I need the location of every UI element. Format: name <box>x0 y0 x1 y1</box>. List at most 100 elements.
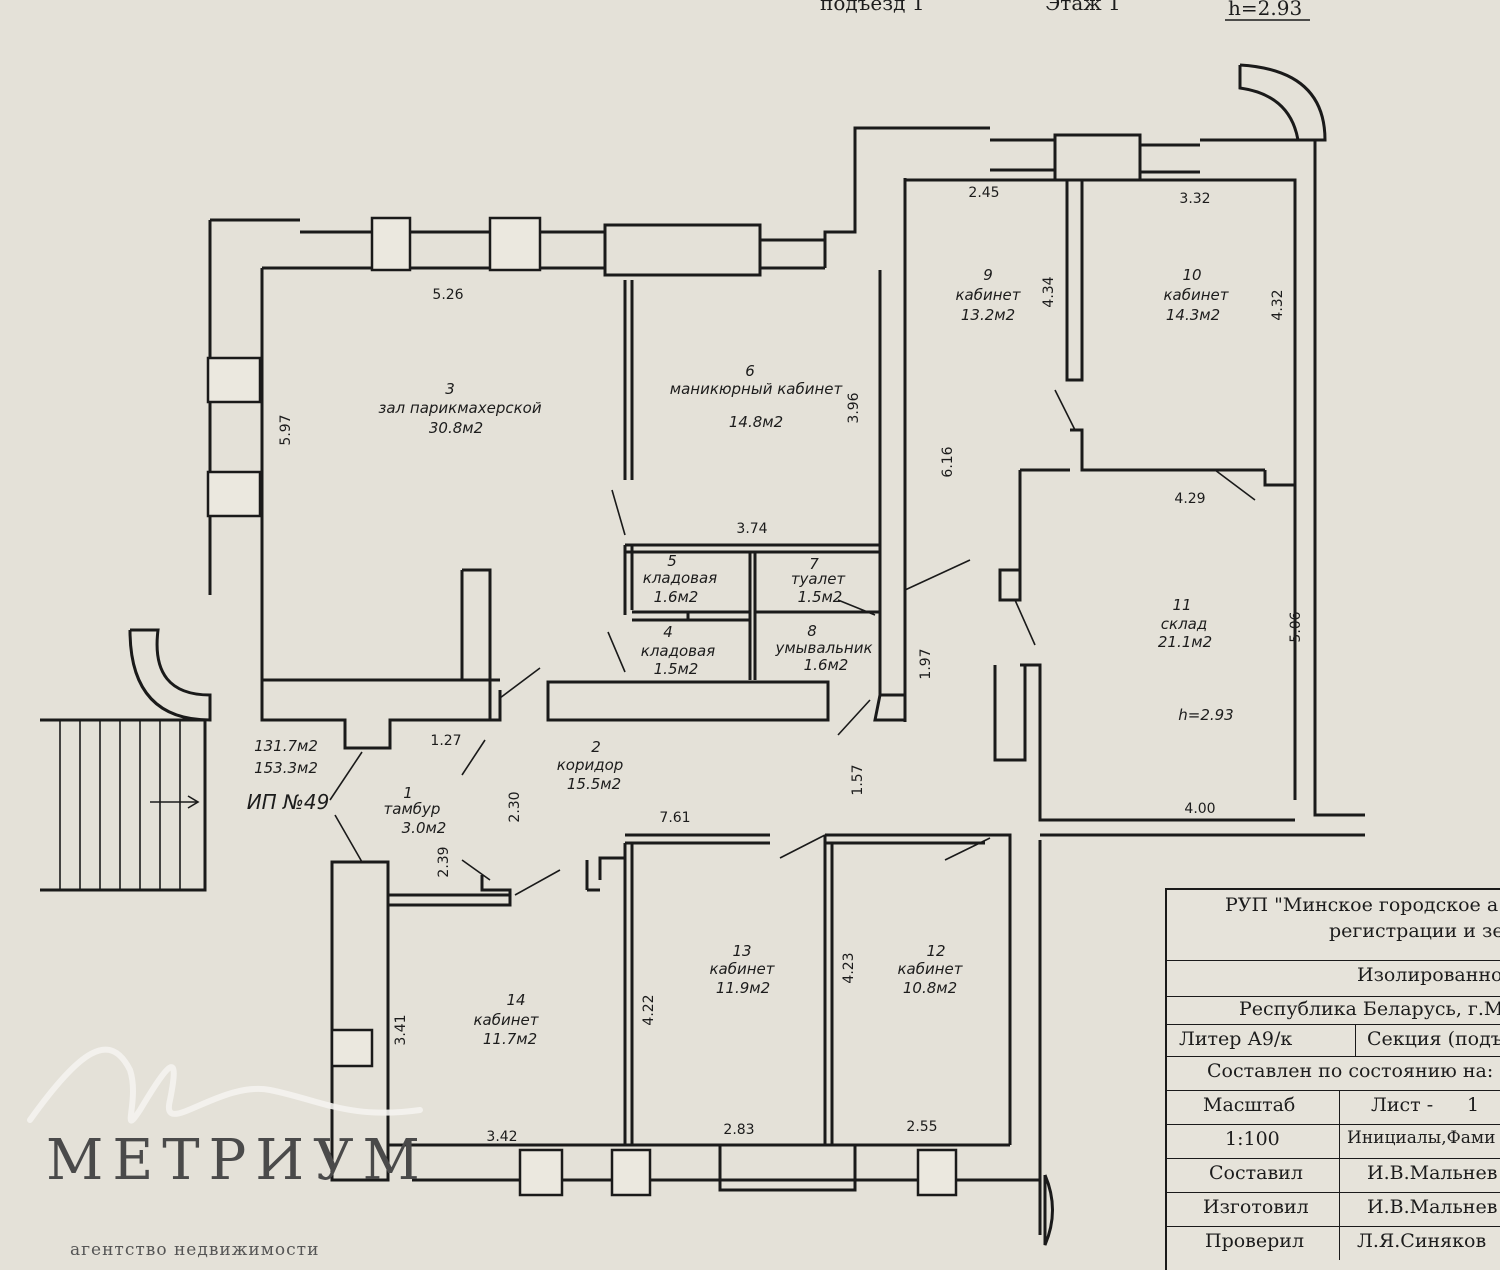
room-5-number: 5 <box>667 552 677 570</box>
dim-1-27: 1.27 <box>430 733 461 749</box>
walls <box>208 63 1365 1246</box>
room-11-area: 21.1м2 <box>1158 633 1212 651</box>
room-11-number: 11 <box>1172 596 1191 614</box>
room-9-number: 9 <box>983 266 993 284</box>
room-1-area: 3.0м2 <box>402 819 447 837</box>
room-10-name: кабинет <box>1163 286 1229 304</box>
dim-4-22: 4.22 <box>641 994 657 1025</box>
dim-4-32: 4.32 <box>1270 289 1286 320</box>
room-13-name: кабинет <box>709 960 775 978</box>
room-3-number: 3 <box>445 380 455 398</box>
total-area: 131.7м2 <box>254 737 318 755</box>
section: Секция (подъ <box>1367 1028 1500 1050</box>
room-11-height: h=2.93 <box>1178 706 1233 724</box>
room-5-name: кладовая <box>643 569 717 587</box>
sheet-number: 1 <box>1467 1094 1480 1116</box>
title-state: Составлен по состоянию на: <box>1167 1056 1500 1091</box>
object-name: Изолированно <box>1357 964 1500 986</box>
dim-4-29: 4.29 <box>1174 491 1205 507</box>
room-6-name: маникюрный кабинет <box>670 380 844 398</box>
initials-label: Инициалы,Фами <box>1347 1128 1496 1148</box>
dim-2-39: 2.39 <box>436 846 452 877</box>
room-6-number: 6 <box>745 362 755 380</box>
room-12-number: 12 <box>926 942 945 960</box>
room-6-area: 14.8м2 <box>729 413 783 431</box>
gross-area: 153.3м2 <box>254 759 318 777</box>
state-date: Составлен по состоянию на: <box>1207 1060 1494 1082</box>
room-12-area: 10.8м2 <box>903 979 957 997</box>
title-checked-row: Проверил Л.Я.Синяков <box>1167 1226 1500 1260</box>
room-11-name: склад <box>1161 615 1207 633</box>
room-8-name: умывальник <box>774 639 872 657</box>
org-line-2: регистрации и зе <box>1329 920 1500 942</box>
room-10-area: 14.3м2 <box>1166 306 1220 324</box>
dim-4-00: 4.00 <box>1184 801 1215 817</box>
dim-2-30: 2.30 <box>507 791 523 822</box>
dim-2-45: 2.45 <box>968 185 999 201</box>
compiled-name: И.В.Мальнев <box>1367 1162 1498 1184</box>
dim-3-74: 3.74 <box>736 521 767 537</box>
room-14-number: 14 <box>506 991 525 1009</box>
made-name: И.В.Мальнев <box>1367 1196 1498 1218</box>
title-block: РУП "Минское городское а регистрации и з… <box>1165 888 1500 1270</box>
room-labels: 3 зал парикмахерской 30.8м2 6 маникюрный… <box>378 266 1233 1048</box>
dim-3-96: 3.96 <box>846 392 862 423</box>
brand-name: МЕТРИУМ <box>46 1128 429 1193</box>
room-4-name: кладовая <box>641 642 715 660</box>
room-2-name: коридор <box>557 756 624 774</box>
compiled-label: Составил <box>1209 1162 1303 1184</box>
totals: 131.7м2 153.3м2 ИП №49 <box>247 737 330 814</box>
title-compiled-row: Составил И.В.Мальнев <box>1167 1158 1500 1193</box>
metrium-logo-icon <box>27 1046 423 1124</box>
header-height: h=2.93 <box>1228 0 1302 20</box>
room-7-number: 7 <box>809 555 819 573</box>
dim-3-32: 3.32 <box>1179 191 1210 207</box>
liter: Литер А9/к <box>1179 1028 1293 1050</box>
window-piers <box>206 216 958 1197</box>
dim-3-42: 3.42 <box>486 1129 517 1145</box>
dim-4-23: 4.23 <box>841 952 857 983</box>
room-10-number: 10 <box>1182 266 1201 284</box>
sheet-label: Лист - <box>1371 1094 1434 1116</box>
dim-4-34: 4.34 <box>1041 276 1057 307</box>
title-scale-value-row: 1:100 Инициалы,Фами <box>1167 1124 1500 1159</box>
room-3-name: зал парикмахерской <box>378 399 541 417</box>
door-swings <box>329 389 1256 896</box>
title-org: РУП "Минское городское а регистрации и з… <box>1167 890 1500 961</box>
room-9-name: кабинет <box>955 286 1021 304</box>
room-14-area: 11.7м2 <box>483 1030 537 1048</box>
title-made-row: Изготовил И.В.Мальнев <box>1167 1192 1500 1227</box>
dim-2-83: 2.83 <box>723 1122 754 1138</box>
brand-subtitle: агентство недвижимости <box>70 1240 320 1260</box>
dim-5-97: 5.97 <box>278 414 294 445</box>
dim-2-55: 2.55 <box>906 1119 937 1135</box>
title-liter-row: Литер А9/к Секция (подъ <box>1167 1024 1500 1057</box>
room-7-name: туалет <box>791 570 847 588</box>
room-2-area: 15.5м2 <box>567 775 621 793</box>
title-scale-row: Масштаб Лист - 1 <box>1167 1090 1500 1125</box>
dim-3-41: 3.41 <box>393 1014 409 1045</box>
room-5-area: 1.6м2 <box>654 588 699 606</box>
dim-5-26: 5.26 <box>432 287 463 303</box>
dim-5-06: 5.06 <box>1288 611 1304 642</box>
checked-name: Л.Я.Синяков <box>1357 1230 1487 1252</box>
room-7-area: 1.5м2 <box>798 588 843 606</box>
room-8-area: 1.6м2 <box>804 656 849 674</box>
room-8-number: 8 <box>807 622 817 640</box>
address: Республика Беларусь, г.М <box>1239 998 1500 1020</box>
title-address: Республика Беларусь, г.М <box>1167 996 1500 1025</box>
entrance-stairs <box>40 628 212 892</box>
dim-7-61: 7.61 <box>659 810 690 826</box>
scale-value: 1:100 <box>1225 1128 1280 1150</box>
dimensions: 5.26 5.97 3.96 3.74 2.45 4.34 3.32 4.32 … <box>278 185 1304 1145</box>
room-3-area: 30.8м2 <box>429 419 483 437</box>
dim-1-57: 1.57 <box>850 764 866 795</box>
dim-6-16: 6.16 <box>940 446 956 477</box>
scale-label: Масштаб <box>1203 1094 1296 1116</box>
title-object: Изолированно <box>1167 960 1500 997</box>
header-entrance: подъезд 1 <box>820 0 925 15</box>
plan-code: ИП №49 <box>247 790 330 814</box>
room-13-number: 13 <box>732 942 751 960</box>
made-label: Изготовил <box>1203 1196 1309 1218</box>
